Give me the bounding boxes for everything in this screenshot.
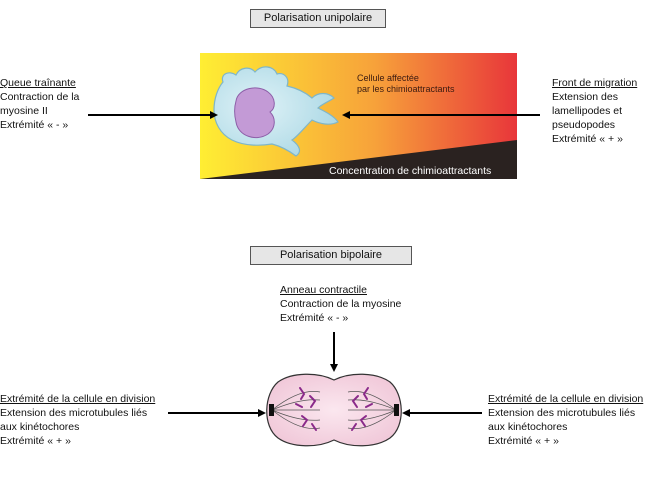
gradient-label: Concentration de chimioattractants: [329, 165, 492, 177]
bipolar-title: Polarisation bipolaire: [250, 246, 412, 265]
migration-front-text: Front de migration Extension des lamelli…: [552, 77, 638, 145]
right-division-end-text: Extrémité de la cellule en division Exte…: [488, 393, 644, 447]
concentration-wedge: [200, 140, 517, 179]
migrating-cell: [213, 66, 339, 157]
unipolar-title: Polarisation unipolaire: [250, 9, 386, 28]
dividing-cell: [266, 373, 402, 447]
cell-label: Cellule affectée par les chimioattractan…: [357, 73, 455, 94]
left-division-end-text: Extrémité de la cellule en division Exte…: [0, 393, 156, 447]
contractile-ring-text: Anneau contractile Contraction de la myo…: [280, 284, 402, 324]
trailing-tail-text: Queue traînante Contraction de la myosin…: [0, 77, 80, 131]
